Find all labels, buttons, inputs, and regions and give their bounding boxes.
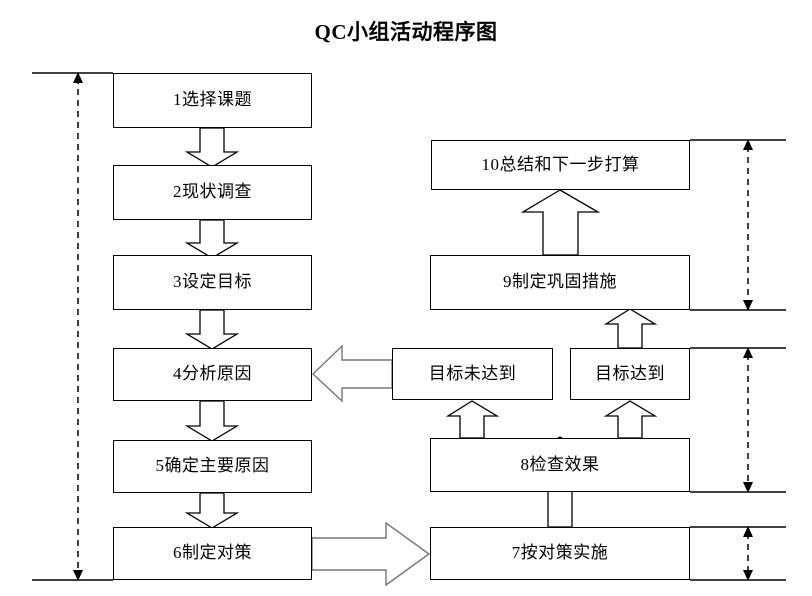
span-right2-arrowhead-down bbox=[743, 482, 753, 493]
node-label: 4分析原因 bbox=[173, 364, 252, 384]
node-label: 2现状调查 bbox=[173, 182, 252, 202]
node-target-reached[interactable]: 目标达到 bbox=[570, 348, 690, 400]
arrow-n8-npass bbox=[603, 400, 658, 439]
arrow-n8-nfail bbox=[445, 400, 500, 439]
node-6-formulate-countermeasures[interactable]: 6制定对策 bbox=[113, 527, 312, 580]
span-left-arrowhead-down bbox=[73, 570, 83, 581]
node-1-select-topic[interactable]: 1选择课题 bbox=[113, 73, 312, 128]
node-label: 目标达到 bbox=[595, 363, 665, 383]
page-title: QC小组活动程序图 bbox=[314, 20, 498, 44]
arrow-n3-n4 bbox=[184, 309, 240, 350]
node-7-implement-countermeasures[interactable]: 7按对策实施 bbox=[430, 527, 690, 580]
span-right3-arrowhead-down bbox=[743, 570, 753, 581]
node-label: 1选择课题 bbox=[173, 90, 252, 110]
node-2-current-survey[interactable]: 2现状调查 bbox=[113, 165, 312, 220]
node-8-check-effect[interactable]: 8检查效果 bbox=[430, 438, 690, 492]
node-9-consolidation-measures[interactable]: 9制定巩固措施 bbox=[430, 255, 690, 310]
span-left-arrowhead-up bbox=[73, 72, 83, 83]
arrow-n1-n2 bbox=[184, 127, 240, 168]
node-label: 目标未达到 bbox=[428, 363, 517, 383]
node-4-analyze-causes[interactable]: 4分析原因 bbox=[113, 348, 312, 401]
node-3-set-target[interactable]: 3设定目标 bbox=[113, 255, 312, 310]
span-right1-arrowhead-up bbox=[743, 139, 753, 150]
node-label: 3设定目标 bbox=[173, 272, 252, 292]
node-label: 10总结和下一步打算 bbox=[481, 154, 640, 174]
arrow-n6-n7 bbox=[311, 521, 431, 587]
node-label: 9制定巩固措施 bbox=[503, 272, 617, 292]
node-5-determine-main-causes[interactable]: 5确定主要原因 bbox=[113, 440, 312, 493]
node-10-summary-next-steps[interactable]: 10总结和下一步打算 bbox=[431, 140, 690, 190]
span-right2-arrowhead-up bbox=[743, 347, 753, 358]
arrow-n4-n5 bbox=[184, 400, 240, 442]
arrow-npass-n9 bbox=[603, 308, 658, 349]
node-target-not-reached[interactable]: 目标未达到 bbox=[392, 348, 553, 400]
arrow-n9-n10 bbox=[520, 189, 601, 256]
node-label: 6制定对策 bbox=[173, 543, 252, 563]
arrow-nfail-n4 bbox=[311, 344, 393, 403]
arrow-n5-n6 bbox=[184, 492, 240, 529]
span-right1-arrowhead-down bbox=[743, 300, 753, 311]
node-label: 8检查效果 bbox=[520, 454, 600, 474]
node-label: 5确定主要原因 bbox=[155, 456, 270, 476]
node-label: 7按对策实施 bbox=[511, 543, 609, 563]
arrow-n2-n3 bbox=[184, 219, 240, 259]
span-right3-arrowhead-up bbox=[743, 526, 753, 537]
